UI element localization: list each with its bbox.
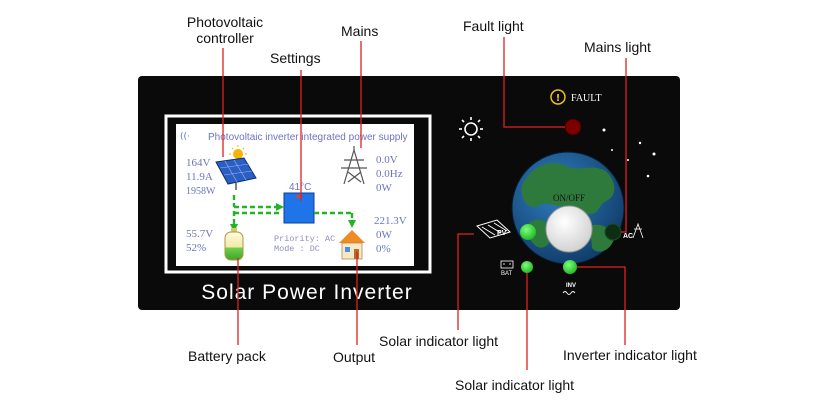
- svg-text:!: !: [556, 93, 561, 104]
- label-inverter-indicator-light: Inverter indicator light: [563, 347, 697, 363]
- inverter-indicator-light: [563, 260, 577, 274]
- fault-text: FAULT: [571, 93, 602, 104]
- output-power: 0W: [376, 229, 393, 241]
- pv-voltage: 164V: [186, 157, 211, 169]
- sun-icon: [459, 117, 483, 141]
- inv-tag: INV: [566, 283, 576, 289]
- solar-panel-icon: [215, 145, 257, 190]
- solar-indicator-light-pv: [520, 224, 536, 240]
- pv-tag: PV: [497, 230, 507, 237]
- mains-voltage: 0.0V: [376, 154, 398, 166]
- output-load: 0%: [376, 243, 391, 255]
- switch-label: ON/OFF: [553, 193, 585, 203]
- output-voltage: 221.3V: [374, 215, 407, 227]
- ac-wave-icon: [562, 291, 576, 295]
- mode-text: Mode : DC: [274, 244, 320, 254]
- pv-power: 1958W: [186, 186, 216, 197]
- transmission-tower-icon: [341, 146, 367, 185]
- leader-lines: [222, 37, 627, 370]
- label-solar-indicator-light-2: Solar indicator light: [455, 377, 575, 393]
- pv-panel-icon: [476, 219, 511, 239]
- wifi-icon: ((·: [180, 132, 190, 142]
- mains-frequency: 0.0Hz: [376, 168, 403, 180]
- battery-percent: 52%: [186, 242, 206, 254]
- label-fault-light: Fault light: [463, 18, 524, 34]
- power-switch-knob[interactable]: [545, 205, 593, 253]
- label-output: Output: [333, 349, 376, 365]
- mini-tower-icon: [632, 222, 644, 239]
- mains-power: 0W: [376, 182, 393, 194]
- stars-icon: [602, 128, 656, 178]
- battery-small-icon: [500, 260, 514, 269]
- lcd-screen: ((· Photovoltaic inverter integrated pow…: [164, 114, 432, 274]
- priority-text: Priority: AC: [274, 234, 335, 244]
- label-battery-pack: Battery pack: [188, 348, 266, 364]
- label-photovoltaic-controller: Photovoltaic controller: [186, 14, 264, 46]
- bat-tag: BAT: [501, 271, 513, 277]
- fault-light: [564, 118, 582, 136]
- label-solar-indicator-light-1: Solar indicator light: [379, 333, 499, 349]
- label-mains-light: Mains light: [584, 39, 651, 55]
- solar-indicator-light-bat: [521, 261, 533, 273]
- pv-current: 11.9A: [186, 171, 213, 183]
- ac-tag: AC: [623, 233, 633, 240]
- label-mains: Mains: [341, 23, 379, 39]
- temperature-readout: 41°C: [289, 182, 311, 193]
- screen-title: Photovoltaic inverter integrated power s…: [208, 132, 408, 143]
- fault-warning-icon: !: [550, 89, 566, 105]
- energy-flow-arrows: [232, 195, 354, 226]
- battery-voltage: 55.7V: [186, 228, 213, 240]
- brand-text: Solar Power Inverter: [201, 281, 412, 304]
- mains-light: [604, 223, 622, 241]
- battery-icon: [224, 228, 244, 261]
- label-settings: Settings: [270, 50, 321, 66]
